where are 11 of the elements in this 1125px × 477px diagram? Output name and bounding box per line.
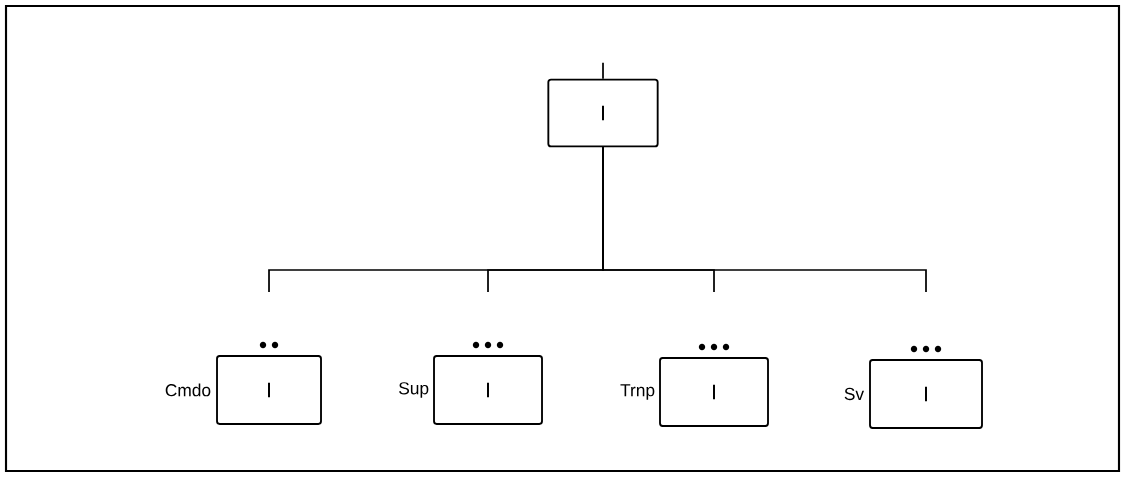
unit-box: I: [659, 357, 769, 427]
unit-label: Sup: [399, 382, 429, 398]
unit-label: Sv: [844, 387, 864, 401]
unit-box: I: [216, 355, 322, 425]
connector-line: [602, 61, 604, 80]
unit-box: I: [433, 355, 543, 425]
unit-box: I: [869, 359, 983, 429]
unit-label: Trnp: [620, 384, 655, 400]
connector-line: [602, 146, 927, 293]
unit-label: Cmdo: [165, 383, 211, 397]
unit-box: I: [547, 78, 659, 148]
